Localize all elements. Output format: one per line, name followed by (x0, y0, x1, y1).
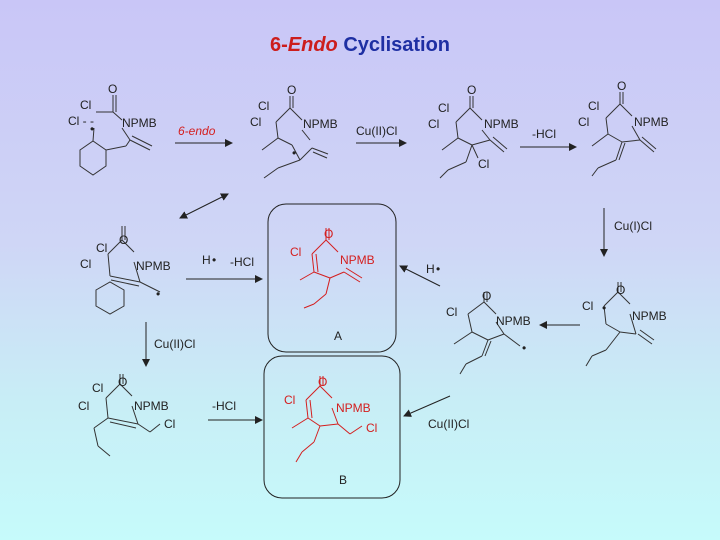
radical-dot-2: • (292, 146, 296, 160)
npmb-b: NPMB (336, 401, 371, 415)
radical-dot-5: • (156, 287, 160, 301)
product-b-label: B (339, 473, 347, 487)
o-atom-7: O (482, 289, 491, 303)
structure-product-a (299, 228, 363, 309)
title-italic: Endo (287, 34, 338, 56)
structure-elimination (591, 92, 657, 177)
cl-atom-b1: Cl (284, 393, 295, 407)
cl-atom-8c: Cl (164, 417, 175, 431)
structure-chloride (439, 96, 508, 179)
npmb-a: NPMB (340, 253, 375, 267)
title-rest: Cyclisation (337, 34, 451, 56)
reagent-minus-hcl-3: -HCl (212, 399, 236, 413)
cl-atom-3a: Cl (438, 101, 449, 115)
cl-atom-3b: Cl (428, 117, 439, 131)
h-radical-left-dot: • (212, 253, 216, 267)
o-atom-4: O (617, 79, 626, 93)
reagent-minus-hcl-1: -HCl (532, 127, 556, 141)
product-a-label: A (334, 329, 342, 343)
o-atom-5: O (119, 233, 128, 247)
cl-atom-1b: Cl - - (68, 114, 94, 128)
reagent-cu2cl-1: Cu(II)Cl (356, 124, 397, 138)
cl-atom-7: Cl (446, 305, 457, 319)
o-atom-1: O (108, 82, 117, 96)
h-radical-left: H (202, 253, 211, 267)
cl-atom-5b: Cl (80, 257, 91, 271)
o-atom-3: O (467, 83, 476, 97)
radical-dot-7: • (522, 341, 526, 355)
reagent-cu1cl: Cu(I)Cl (614, 219, 652, 233)
cl-atom-8a: Cl (92, 381, 103, 395)
reagent-minus-hcl-2: -HCl (230, 255, 254, 269)
npmb-5: NPMB (136, 259, 171, 273)
cl-atom-1a: Cl (80, 98, 91, 112)
npmb-2: NPMB (303, 117, 338, 131)
o-atom-8: O (118, 375, 127, 389)
cl-atom-3c: Cl (478, 157, 489, 171)
product-b-box (263, 355, 401, 499)
cl-atom-b2: Cl (366, 421, 377, 435)
structure-chloromethyl (93, 374, 161, 457)
h-radical-right: H (426, 262, 435, 276)
o-atom-6: O (616, 283, 625, 297)
cl-atom-4a: Cl (588, 99, 599, 113)
cl-atom-2b: Cl (250, 115, 261, 129)
o-atom-a: O (324, 227, 333, 241)
o-atom-2: O (287, 83, 296, 97)
slide-title: 6-Endo Cyclisation (0, 33, 720, 57)
structure-start-radical (79, 95, 153, 176)
cl-atom-a: Cl (290, 245, 301, 259)
cl-atom-6: Cl (582, 299, 593, 313)
cl-atom-4b: Cl (578, 115, 589, 129)
title-number: 6- (269, 34, 288, 56)
radical-dot-6: • (602, 301, 606, 315)
npmb-7: NPMB (496, 314, 531, 328)
product-a-box (267, 203, 397, 353)
reagent-6-endo: 6-endo (178, 124, 216, 138)
arrow-equilibrium (179, 193, 229, 219)
structure-right-radical (585, 282, 655, 367)
cl-atom-2a: Cl (258, 99, 269, 113)
npmb-3: NPMB (484, 117, 519, 131)
o-atom-b: O (318, 375, 327, 389)
reagent-cu2cl-down: Cu(II)Cl (154, 337, 195, 351)
structure-cyclised-radical (261, 96, 329, 179)
h-radical-right-dot: • (436, 262, 440, 276)
npmb-4: NPMB (634, 115, 669, 129)
structure-middle-radical (453, 292, 521, 375)
cl-atom-5a: Cl (96, 241, 107, 255)
reagent-cu2cl-to-b: Cu(II)Cl (428, 417, 469, 431)
npmb-1: NPMB (122, 116, 157, 130)
radical-dot-1: • (90, 122, 94, 136)
npmb-8: NPMB (134, 399, 169, 413)
cl-atom-8b: Cl (78, 399, 89, 413)
arrow-cu2cl-to-b (403, 395, 451, 417)
npmb-6: NPMB (632, 309, 667, 323)
structure-bicyclic-radical (95, 226, 161, 315)
structure-product-b (291, 376, 363, 463)
arrow-h-radical-right (399, 265, 441, 287)
